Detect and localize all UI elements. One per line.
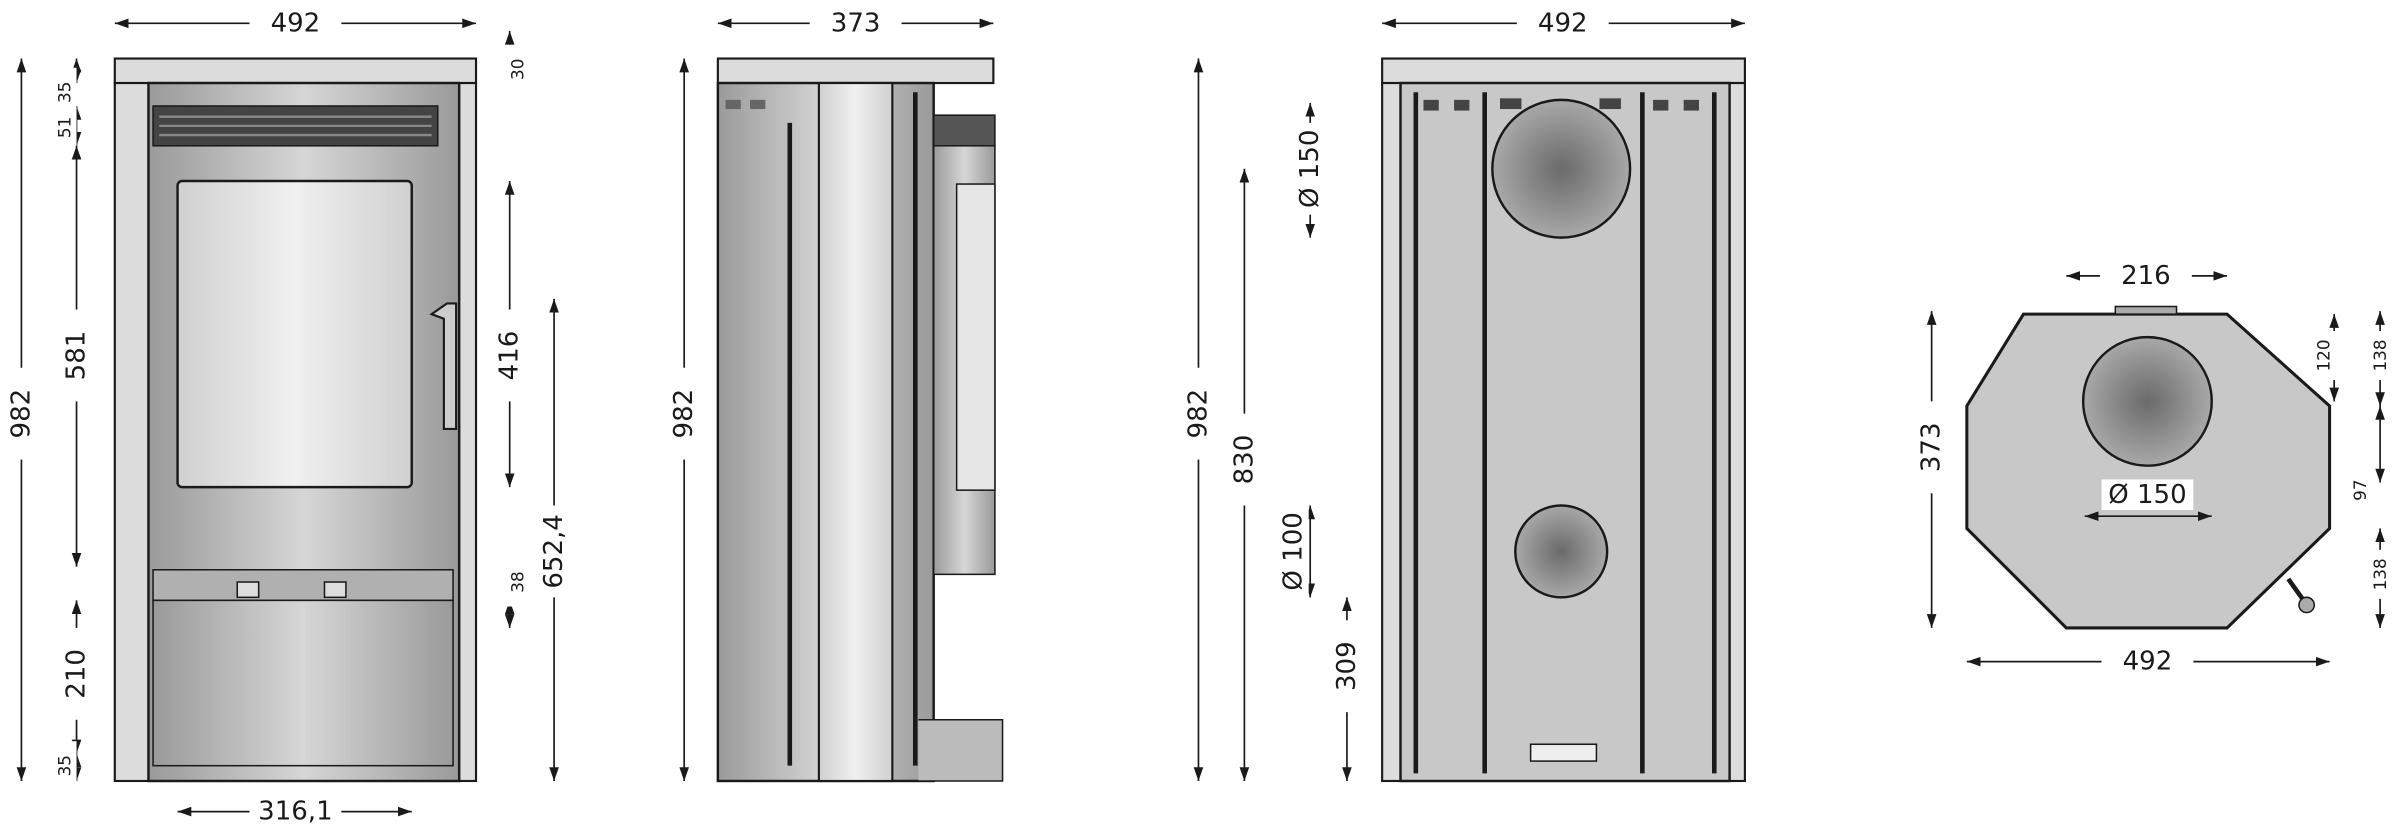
front-view-height-label-background bbox=[6, 367, 37, 460]
back-view-air-diameter-label: Ø 100 bbox=[1278, 512, 1308, 590]
front-view-width-label: 492 bbox=[271, 8, 321, 38]
front-view-top-gap-label: 35 bbox=[54, 82, 74, 103]
back-view-air-height-label: 309 bbox=[1332, 641, 1362, 691]
back-view-flue-diameter-label: Ø 150 bbox=[1295, 130, 1325, 208]
top-view-width-label: 492 bbox=[2123, 647, 2173, 677]
front-view-ash-gap-label: 38 bbox=[507, 571, 527, 592]
front-view-glass-width-label-background bbox=[249, 796, 342, 827]
back-view-flue-diameter-label-background bbox=[1294, 122, 1326, 215]
back-view-air-height-label-background bbox=[1331, 620, 1363, 713]
front-view-firebox-height-label-background bbox=[61, 309, 92, 402]
top-view-depth-label: 373 bbox=[1917, 422, 1947, 472]
ash-drawer bbox=[152, 569, 454, 602]
front-view-height-label: 982 bbox=[6, 389, 36, 439]
top-view-flue-offset-front-label-background bbox=[2311, 330, 2336, 380]
top-view-rear-depth-label-background bbox=[2367, 549, 2393, 599]
front-view-top-cap-label-background bbox=[505, 44, 530, 94]
front-view-handle-height-label-background bbox=[538, 505, 570, 598]
front-view-glass-height-label: 416 bbox=[495, 331, 525, 381]
top-view-front-depth-label: 138 bbox=[2370, 339, 2390, 371]
type-plate bbox=[1529, 743, 1598, 762]
dimension-lines: 492 982 35 51 581 210 35 30 416 38 652,4 316,1 373 98… bbox=[6, 8, 2393, 827]
back-view-width-label: 492 bbox=[1538, 8, 1588, 38]
side-view-depth-label: 373 bbox=[831, 8, 881, 38]
air-inlet bbox=[1514, 504, 1609, 599]
front-view-bottom-gap-label-background bbox=[52, 741, 77, 791]
front-view-ash-gap-label-background bbox=[505, 557, 530, 607]
front-view bbox=[113, 57, 478, 783]
front-view-grill-label: 51 bbox=[54, 117, 74, 138]
top-view-width-label-background bbox=[2101, 646, 2194, 677]
door-handle bbox=[429, 302, 458, 431]
front-view-grill-label-background bbox=[52, 102, 77, 152]
top-view-flue-offset-width-label-background bbox=[2100, 260, 2192, 292]
front-view-glass-width-label: 316,1 bbox=[258, 797, 332, 827]
top-view-rear-depth-label: 138 bbox=[2370, 558, 2390, 590]
front-view-firebox-height-label: 581 bbox=[62, 331, 92, 381]
flue-outlet bbox=[1491, 98, 1632, 239]
top-view-depth-label-background bbox=[1916, 401, 1947, 494]
back-view-width-label-background bbox=[1516, 8, 1609, 39]
back-view-flue-height-label-background bbox=[1229, 413, 1260, 506]
front-view-lower-door-label: 210 bbox=[62, 649, 92, 699]
front-view-top-cap-label: 30 bbox=[507, 59, 527, 80]
front-view-bottom-gap-label: 35 bbox=[54, 755, 74, 776]
top-view-mid-depth-label: 97 bbox=[2350, 479, 2370, 500]
back-view-air-diameter-label-background bbox=[1278, 505, 1309, 598]
glass-door bbox=[176, 179, 413, 489]
side-view-depth-label-background bbox=[809, 8, 902, 39]
front-view-width-label-background bbox=[249, 8, 342, 39]
top-view-flue-diameter-label-background bbox=[2101, 479, 2194, 511]
top-view bbox=[1965, 305, 2332, 630]
top-view-flue-diameter-label: Ø 150 bbox=[2108, 480, 2186, 510]
back-view-flue-height-label: 830 bbox=[1229, 435, 1259, 485]
top-view-front-depth-label-background bbox=[2367, 330, 2393, 380]
top-flue-outlet bbox=[2081, 335, 2213, 467]
back-view-height-label-background bbox=[1183, 367, 1214, 460]
side-view-height-label-background bbox=[668, 367, 700, 460]
top-view-mid-depth-label-background bbox=[2347, 465, 2373, 515]
side-view-height-label: 982 bbox=[669, 389, 699, 439]
top-view-flue-offset-width-label: 216 bbox=[2121, 261, 2171, 291]
front-view-glass-height-label-background bbox=[494, 309, 525, 402]
back-view-height-label: 982 bbox=[1183, 389, 1213, 439]
front-view-lower-door-label-background bbox=[61, 627, 92, 720]
front-view-handle-height-label: 652,4 bbox=[539, 514, 569, 588]
side-view bbox=[716, 57, 1004, 783]
top-view-flue-offset-front-label: 120 bbox=[2313, 339, 2333, 371]
back-view bbox=[1381, 57, 1746, 783]
lower-door bbox=[152, 599, 454, 767]
